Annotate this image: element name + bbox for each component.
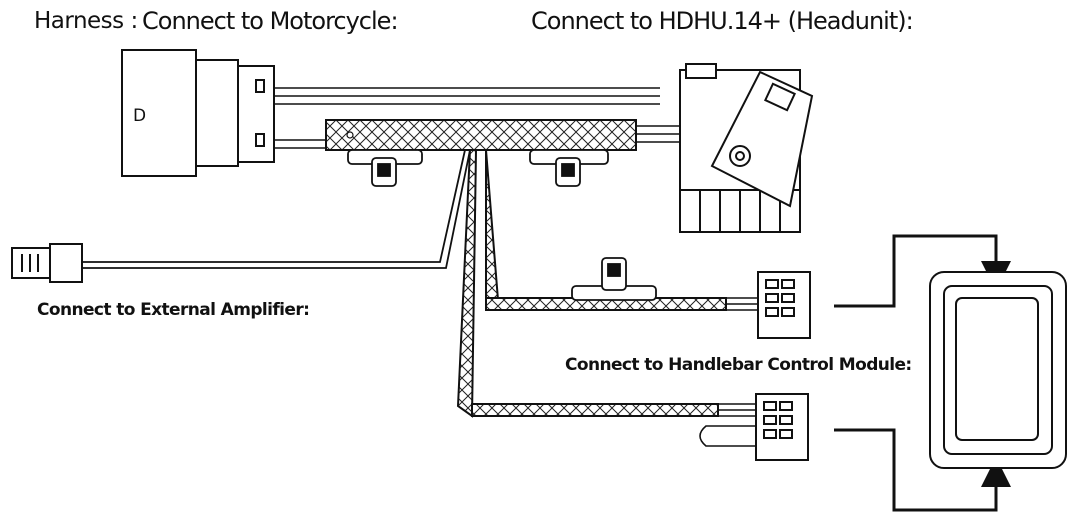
main-braided-trunk — [325, 119, 637, 151]
handlebar-braid-lower — [471, 403, 719, 417]
main-fuse-holder-2 — [529, 149, 609, 187]
motorcycle-connection-label: Connect to Motorcycle: — [142, 7, 399, 35]
headunit-connection-label: Connect to HDHU.14+ (Headunit): — [531, 7, 914, 35]
handlebar-wires-1 — [726, 297, 758, 311]
handlebar-wires-2 — [699, 403, 756, 447]
handlebar-braid-branch-2 — [456, 149, 478, 418]
branch-fuse-holder — [571, 257, 657, 301]
handlebar-control-module — [929, 271, 1067, 469]
amplifier-connector — [11, 243, 83, 283]
trunk-clip-dot — [346, 131, 354, 139]
handlebar-connection-label: Connect to Handlebar Control Module: — [565, 355, 912, 375]
handlebar-connector-1 — [757, 271, 811, 339]
headunit-connector — [679, 63, 814, 233]
amplifier-branch — [82, 149, 471, 269]
flow-arrows — [834, 234, 1011, 512]
main-fuse-holder-1 — [347, 149, 423, 187]
motorcycle-wires — [274, 87, 660, 149]
harness-label: Harness : — [34, 8, 138, 34]
motorcycle-plug-letter: D — [133, 106, 146, 126]
motorcycle-connector: D — [121, 49, 275, 177]
handlebar-connector-2 — [755, 393, 809, 461]
amplifier-connection-label: Connect to External Amplifier: — [37, 300, 310, 320]
